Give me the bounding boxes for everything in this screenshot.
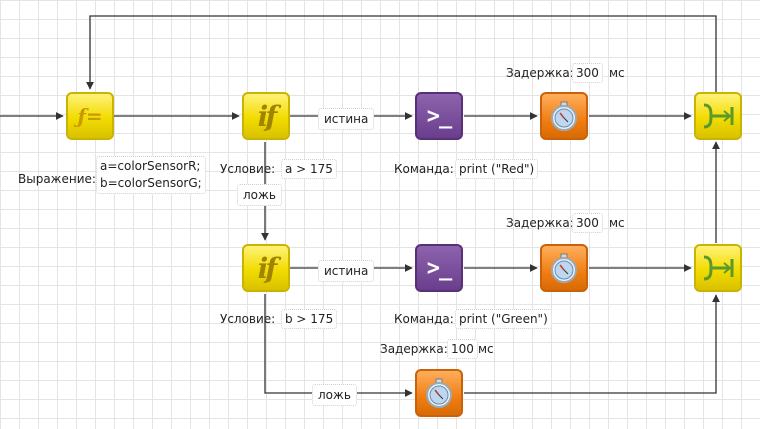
command-2-value[interactable]: print ("Green") (455, 309, 552, 329)
delay-2-value[interactable]: 300 (572, 213, 603, 233)
delay-block-3[interactable] (415, 369, 463, 417)
expression-line-2: b=colorSensorG; (100, 176, 202, 190)
merge-icon (703, 103, 734, 129)
delay-block-2[interactable] (540, 244, 588, 292)
delay-3-unit: мс (478, 342, 494, 356)
if-icon: if (257, 251, 278, 285)
delay-1-label: Задержка: (506, 66, 574, 80)
condition-block-2[interactable]: if (242, 244, 290, 292)
stopwatch-icon (551, 101, 577, 131)
terminal-icon: >_ (426, 255, 452, 281)
wire-loop-back (86, 15, 717, 92)
command-2-label: Команда: (394, 312, 454, 326)
condition-1-false-label: ложь (237, 184, 282, 206)
command-block-1[interactable]: >_ (415, 92, 463, 140)
expression-value[interactable]: a=colorSensorR; b=colorSensorG; (96, 156, 206, 194)
join-block-1[interactable] (694, 92, 742, 140)
function-icon: ƒ= (77, 104, 103, 128)
delay-3-value[interactable]: 100 (447, 339, 478, 359)
condition-2-label: Условие: (220, 312, 276, 326)
expression-line-1: a=colorSensorR; (100, 159, 201, 173)
join-block-2[interactable] (694, 244, 742, 292)
delay-2-label: Задержка: (506, 216, 574, 230)
command-1-label: Команда: (394, 162, 454, 176)
command-block-2[interactable]: >_ (415, 244, 463, 292)
expression-label: Выражение: (18, 172, 96, 186)
stopwatch-icon (551, 253, 577, 283)
command-1-value[interactable]: print ("Red") (455, 159, 539, 179)
wire-if2-false (264, 294, 413, 397)
condition-1-value[interactable]: a > 175 (281, 159, 337, 179)
expression-block[interactable]: ƒ= (66, 92, 114, 140)
stopwatch-icon (426, 378, 452, 408)
condition-block-1[interactable]: if (242, 92, 290, 140)
condition-2-false-label: ложь (312, 384, 357, 406)
merge-icon (703, 255, 734, 281)
delay-block-1[interactable] (540, 92, 588, 140)
delay-3-label: Задержка: (380, 342, 448, 356)
delay-2-unit: мс (609, 216, 625, 230)
delay-1-value[interactable]: 300 (572, 63, 603, 83)
condition-1-label: Условие: (220, 162, 276, 176)
delay-1-unit: мс (609, 66, 625, 80)
condition-1-true-label: истина (318, 108, 375, 130)
condition-2-true-label: истина (318, 260, 375, 282)
wire-delay3-join2 (464, 294, 720, 394)
if-icon: if (257, 99, 278, 133)
condition-2-value[interactable]: b > 175 (281, 309, 338, 329)
terminal-icon: >_ (426, 103, 452, 129)
